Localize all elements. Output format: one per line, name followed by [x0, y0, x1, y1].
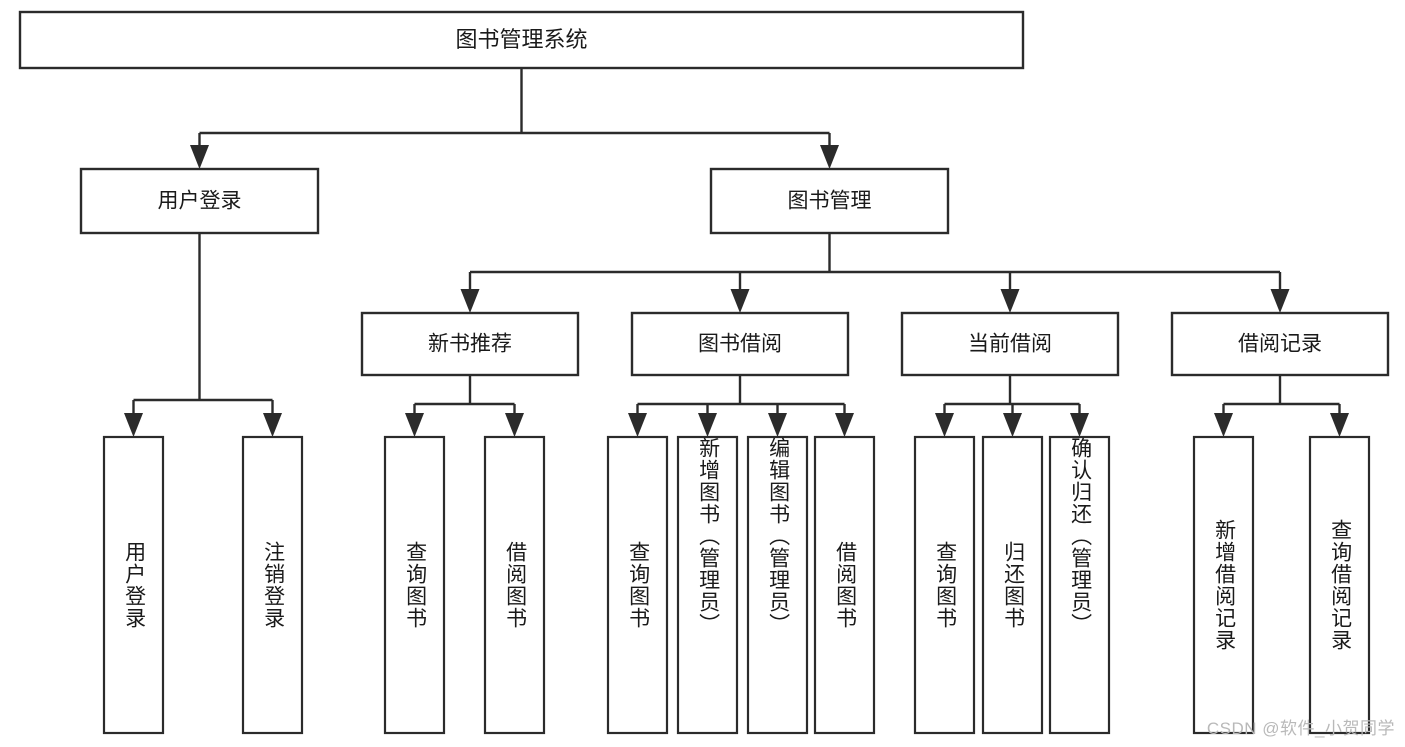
node-leaf-user-login[interactable] — [102, 435, 165, 735]
node-leaf-borrow-book-rec[interactable] — [483, 435, 546, 735]
leaf-boxes — [102, 435, 1371, 735]
node-leaf-borrow-book[interactable] — [813, 435, 876, 735]
node-leaf-query-book-cur[interactable] — [913, 435, 976, 735]
arrow-icon — [505, 413, 524, 437]
arrow-icon — [1003, 413, 1022, 437]
node-user-login-label: 用户登录 — [158, 190, 242, 213]
arrow-icon — [1330, 413, 1349, 437]
node-book-manage-label: 图书管理 — [788, 190, 872, 213]
node-leaf-query-book-rec[interactable] — [383, 435, 446, 735]
arrow-icon — [1000, 289, 1020, 313]
node-user-login[interactable]: 用户登录 — [79, 167, 320, 235]
node-book-borrow-label: 图书借阅 — [698, 333, 782, 356]
connector-userlogin-to-leaves — [124, 233, 282, 437]
node-borrow-record-label: 借阅记录 — [1238, 333, 1322, 356]
node-current-borrow[interactable]: 当前借阅 — [900, 311, 1120, 377]
node-leaf-edit-book[interactable] — [746, 435, 809, 735]
node-leaf-add-record[interactable] — [1192, 435, 1255, 735]
node-current-borrow-label: 当前借阅 — [968, 333, 1052, 356]
node-new-book-recommend[interactable]: 新书推荐 — [360, 311, 580, 377]
node-new-book-recommend-label: 新书推荐 — [428, 333, 512, 356]
arrow-icon — [628, 413, 647, 437]
arrow-icon — [405, 413, 424, 437]
node-root[interactable]: 图书管理系统 — [18, 10, 1025, 70]
connector-borrowrecord-to-leaves — [1214, 375, 1349, 437]
connector-currentborrow-to-leaves — [935, 375, 1089, 437]
arrow-icon — [190, 145, 209, 169]
arrow-icon — [820, 145, 839, 169]
connector-root-to-level2 — [190, 68, 839, 169]
node-borrow-record[interactable]: 借阅记录 — [1170, 311, 1390, 377]
arrow-icon — [1070, 413, 1089, 437]
arrow-icon — [1270, 289, 1290, 313]
node-leaf-query-book-borrow[interactable] — [606, 435, 669, 735]
arrow-icon — [698, 413, 717, 437]
node-leaf-return-book[interactable] — [981, 435, 1044, 735]
arrow-icon — [768, 413, 787, 437]
arrow-icon — [460, 289, 480, 313]
arrow-icon — [835, 413, 854, 437]
arrow-icon — [935, 413, 954, 437]
arrow-icon — [263, 413, 282, 437]
node-book-borrow[interactable]: 图书借阅 — [630, 311, 850, 377]
connector-bookborrow-to-leaves — [628, 375, 854, 437]
arrow-icon — [124, 413, 143, 437]
arrow-icon — [1214, 413, 1233, 437]
connector-bookmanage-to-level3 — [460, 233, 1290, 313]
arrow-icon — [730, 289, 750, 313]
node-leaf-query-record[interactable] — [1308, 435, 1371, 735]
node-leaf-confirm-return[interactable] — [1048, 435, 1111, 735]
connector-newbook-to-leaves — [405, 375, 524, 437]
watermark-text: CSDN @软件_小贺同学 — [1206, 719, 1395, 738]
node-leaf-user-logout[interactable] — [241, 435, 304, 735]
node-leaf-add-book[interactable] — [676, 435, 739, 735]
node-book-manage[interactable]: 图书管理 — [709, 167, 950, 235]
node-root-label: 图书管理系统 — [455, 27, 587, 52]
